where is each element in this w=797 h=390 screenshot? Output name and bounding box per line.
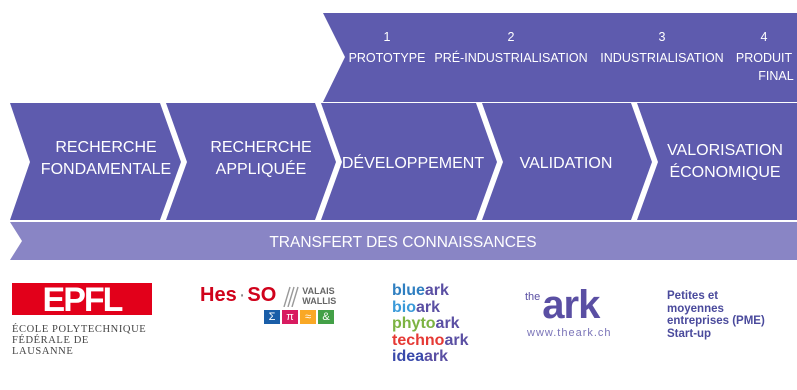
theark-logo: the ark www.theark.ch: [525, 285, 635, 339]
transfer-label: TRANSFERT DES CONNAISSANCES: [269, 234, 536, 251]
stage-label: DÉVELOPPEMENT: [342, 153, 484, 172]
phase-label: FINAL: [758, 69, 793, 83]
pi-icon: π: [282, 310, 298, 324]
hes-valais: VALAIS: [302, 285, 335, 296]
approx-icon: ≈: [300, 310, 316, 324]
svg-text:EPFL: EPFL: [43, 283, 123, 315]
hes-so: SO: [247, 284, 277, 306]
phase-banner: [323, 13, 797, 102]
phase-number: 2: [508, 30, 515, 44]
stage-label: VALIDATION: [520, 155, 613, 172]
epfl-logo: EPFL ÉCOLE POLYTECHNIQUE FÉDÉRALE DE LAU…: [12, 281, 152, 357]
hes-so-logo: Hes · SO VALAIS WALLIS Σ π ≈ &: [200, 284, 340, 324]
ampersand-icon: &: [318, 310, 334, 324]
phase-3: 3 INDUSTRIALISATION: [600, 30, 723, 65]
ark-brand-list: blueark bioark phytoark technoark ideaar…: [392, 282, 469, 366]
stage-label: VALORISATION: [667, 142, 783, 159]
theark-the: the: [525, 291, 541, 303]
hes-dot: ·: [238, 284, 246, 306]
stage-label: APPLIQUÉE: [216, 159, 307, 178]
pme-line: Start-up: [667, 327, 712, 340]
pme-line: entreprises (PME): [667, 315, 765, 327]
phase-number: 1: [384, 30, 391, 44]
epfl-line2: FÉDÉRALE DE LAUSANNE: [12, 335, 89, 357]
phase-label: PRODUIT: [736, 51, 793, 65]
theark-ark: ark: [542, 283, 600, 327]
stage-label: RECHERCHE: [55, 139, 156, 156]
phase-number: 4: [761, 30, 768, 44]
phase-2: 2 PRÉ-INDUSTRIALISATION: [434, 30, 587, 65]
stage-label: RECHERCHE: [210, 139, 311, 156]
stage-recherche-appliquee: [166, 103, 336, 220]
phytoark-logo: phytoark: [392, 315, 460, 332]
phase-4: 4 PRODUIT FINAL: [736, 30, 794, 83]
stage-label: ÉCONOMIQUE: [669, 162, 780, 181]
phase-1: 1 PROTOTYPE: [349, 30, 426, 65]
pme-startup-text: Petites et moyennes entreprises (PME) St…: [667, 290, 795, 340]
hes-wallis: WALLIS: [302, 295, 337, 306]
hes-brand: Hes: [200, 284, 237, 306]
pme-line: Petites et: [667, 290, 719, 302]
pme-line: moyennes: [667, 302, 724, 315]
hes-domain-icons: Σ π ≈ &: [264, 310, 340, 324]
stage-label: FONDAMENTALE: [41, 161, 171, 178]
sigma-icon: Σ: [264, 310, 280, 324]
epfl-line1: ÉCOLE POLYTECHNIQUE: [12, 324, 147, 335]
bioark-logo: bioark: [392, 298, 441, 316]
phase-number: 3: [659, 30, 666, 44]
transfer-band: [10, 222, 797, 260]
phase-label: INDUSTRIALISATION: [600, 51, 723, 65]
hes-slashes-icon: [283, 286, 299, 307]
stage-developpement: [321, 103, 497, 220]
epfl-mark: EPFL: [12, 281, 152, 319]
phase-label: PROTOTYPE: [349, 51, 426, 65]
stage-recherche-fondamentale: [10, 103, 181, 220]
ideark-logo: ideaark: [392, 348, 449, 365]
stage-validation: [482, 103, 652, 220]
technoark-logo: technoark: [392, 331, 469, 349]
blueark-logo: blueark: [392, 282, 449, 299]
theark-url: www.theark.ch: [527, 327, 612, 339]
phase-label: PRÉ-INDUSTRIALISATION: [434, 50, 587, 65]
stage-valorisation: [637, 103, 797, 220]
